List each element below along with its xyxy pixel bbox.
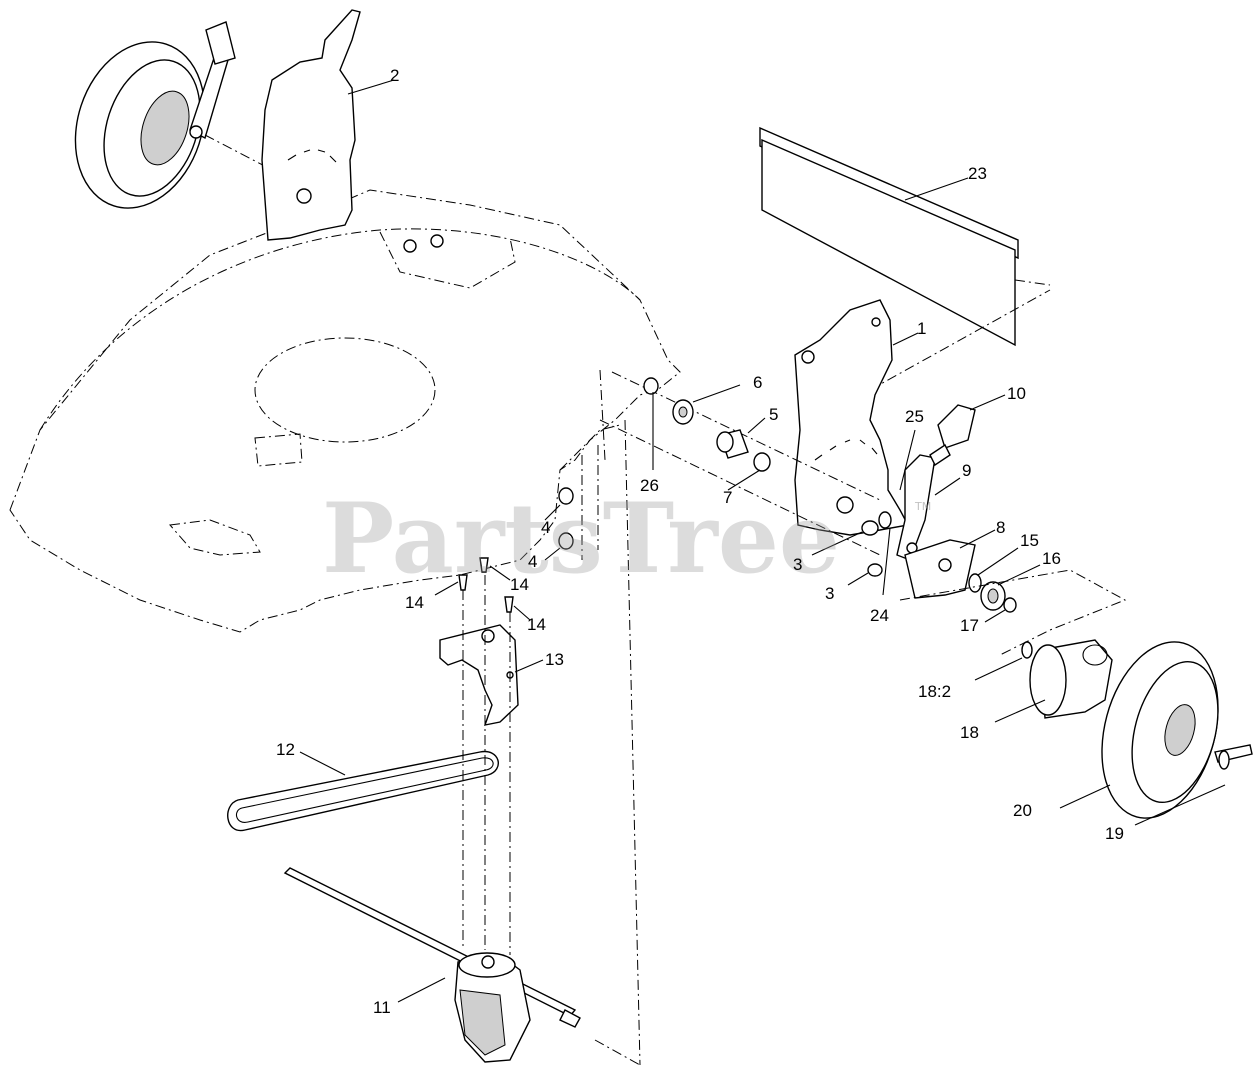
callout-14-right: 14	[527, 615, 546, 634]
watermark-text: PartsTree	[322, 482, 840, 595]
nut-4-lower	[558, 532, 574, 550]
callout-12: 12	[276, 740, 295, 759]
screw-14-left	[458, 574, 468, 591]
callout-16: 16	[1042, 549, 1061, 568]
bracket-8	[904, 539, 976, 599]
callout-3-upper: 3	[793, 555, 802, 574]
callout-1: 1	[917, 319, 926, 338]
adjust-lever-10	[929, 404, 976, 467]
pinion-gear-16	[980, 581, 1006, 611]
callout-6: 6	[753, 373, 762, 392]
callout-25: 25	[905, 407, 924, 426]
retainer-17	[1003, 597, 1017, 613]
belt-guard-13	[439, 624, 519, 726]
washer-18-2	[1021, 641, 1033, 659]
callout-4-lower: 4	[528, 552, 537, 571]
screw-14-right	[504, 596, 514, 613]
pin-7	[753, 452, 771, 472]
callout-5: 5	[769, 405, 778, 424]
pivot-bracket-9	[896, 454, 936, 561]
bolt-24	[878, 511, 892, 529]
callout-4-upper: 4	[541, 518, 550, 537]
callout-7: 7	[723, 488, 732, 507]
callout-23: 23	[968, 164, 987, 183]
rear-flap-panel-23	[759, 126, 1019, 347]
washer-15	[968, 573, 982, 593]
drive-shaft	[283, 867, 581, 1028]
callout-15: 15	[1020, 531, 1039, 550]
bolt-3-upper	[861, 520, 879, 536]
transmission-11	[454, 952, 531, 1063]
callout-11: 11	[373, 998, 391, 1017]
rear-wheel-upper	[74, 21, 236, 209]
wheel-cover-18	[1029, 639, 1113, 719]
callout-18: 18	[960, 723, 979, 742]
wheel-20	[1101, 641, 1219, 819]
callout-10: 10	[1007, 384, 1026, 403]
callout-3-lower: 3	[825, 584, 834, 603]
watermark-trademark: TM	[914, 500, 931, 513]
callout-8: 8	[996, 518, 1005, 537]
callout-13: 13	[545, 650, 564, 669]
callout-20: 20	[1013, 801, 1032, 820]
mower-deck	[9, 189, 681, 633]
height-adjust-plate-1	[794, 299, 910, 536]
height-adjust-plate-2	[261, 9, 361, 241]
callout-19: 19	[1105, 824, 1124, 843]
bolt-3-lower	[867, 563, 883, 577]
drive-belt-12	[227, 750, 499, 832]
callout-14-mid: 14	[510, 575, 529, 594]
spacer-5	[716, 429, 749, 459]
wheel-bolt-19	[1214, 744, 1253, 770]
callout-24: 24	[870, 606, 889, 625]
callout-9: 9	[962, 461, 971, 480]
callout-18-2: 18:2	[918, 682, 951, 701]
callout-17: 17	[960, 616, 979, 635]
bushing-6	[672, 399, 694, 425]
screw-14-mid	[479, 557, 489, 573]
callout-14-left: 14	[405, 593, 424, 612]
nut-26	[643, 377, 659, 395]
nut-4-upper	[558, 487, 574, 505]
callout-26: 26	[640, 476, 659, 495]
callout-2: 2	[390, 66, 399, 85]
